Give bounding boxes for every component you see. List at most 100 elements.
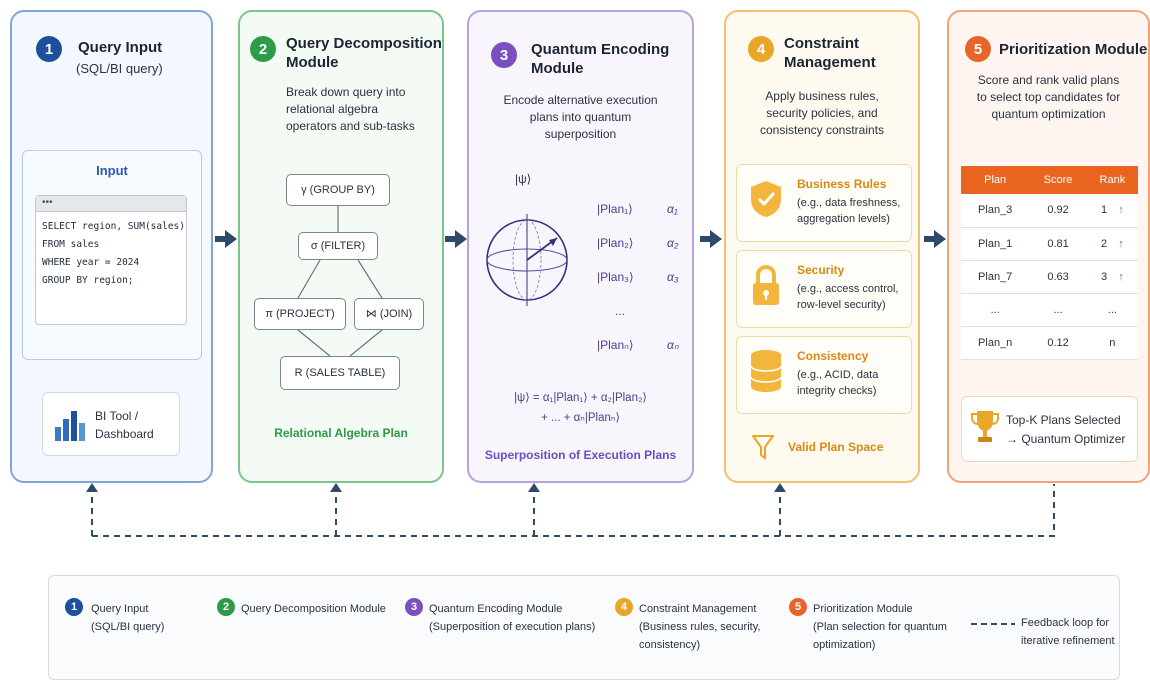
legend-text: (Superposition of execution plans) xyxy=(429,621,596,633)
table-row: Plan_3 0.92 1 ↑ xyxy=(961,194,1138,228)
rank-cell: n xyxy=(1086,326,1138,360)
step-number-5: 5 xyxy=(965,36,991,62)
legend-text: Prioritization Module xyxy=(813,603,913,615)
superposition-equation: + ... + αₙ|Planₙ⟩ xyxy=(541,412,620,424)
security-card: Security (e.g., access control, row-leve… xyxy=(736,250,912,328)
amplitude: α₁ xyxy=(667,202,678,216)
dashed-line-icon xyxy=(971,623,1015,625)
rank-cell: 1 ↑ xyxy=(1086,194,1138,228)
consistency-card: Consistency (e.g., ACID, data integrity … xyxy=(736,336,912,414)
business-rules-desc: aggregation levels) xyxy=(797,213,890,225)
consistency-desc: integrity checks) xyxy=(797,385,877,397)
top-k-label: → Quantum Optimizer xyxy=(1006,432,1126,446)
query-input-subtitle: (SQL/BI query) xyxy=(76,61,163,76)
tree-edges xyxy=(297,206,383,357)
bloch-sphere-icon xyxy=(486,214,568,306)
plan-cell: Plan_n xyxy=(961,326,1030,360)
score-cell: 0.81 xyxy=(1029,227,1087,261)
rank-value: 2 xyxy=(1101,237,1108,250)
amplitude: αₙ xyxy=(667,338,679,352)
legend-text: iterative refinement xyxy=(1021,635,1115,647)
security-title: Security xyxy=(797,263,845,277)
input-box: Input ••• SELECT region, SUM(sales) FROM… xyxy=(22,150,202,360)
consistency-title: Consistency xyxy=(797,349,869,363)
column-header: Score xyxy=(1029,166,1087,194)
superposition-equation: |ψ⟩ = α₁|Plan₁⟩ + α₂|Plan₂⟩ xyxy=(514,392,647,404)
tree-node-join: ⋈ (JOIN) xyxy=(354,298,424,330)
legend-text: Feedback loop for xyxy=(1021,617,1110,629)
legend-number-5: 5 xyxy=(789,598,807,616)
amplitude xyxy=(667,294,679,328)
valid-plan-space-label: Valid Plan Space xyxy=(788,440,884,454)
up-arrow-icon: ↑ xyxy=(1118,204,1124,217)
column-header: Plan xyxy=(961,166,1030,194)
rank-cell: 3 ↑ xyxy=(1086,260,1138,294)
table-row: Plan_1 0.81 2 ↑ xyxy=(961,227,1138,261)
table-row: Plan_7 0.63 3 ↑ xyxy=(961,260,1138,294)
rank-value: 3 xyxy=(1101,270,1108,283)
legend-text: optimization) xyxy=(813,639,876,651)
plan-ket: |Planₙ⟩ xyxy=(597,338,634,352)
decomposition-title: Module xyxy=(286,54,339,71)
score-cell: 0.92 xyxy=(1029,194,1087,228)
flow-arrow-3 xyxy=(700,230,722,248)
tree-node-filter: σ (FILTER) xyxy=(298,232,378,260)
flow-arrow-4 xyxy=(924,230,946,248)
quantum-encoding-desc: Encode alternative execution xyxy=(503,93,658,107)
sql-line: SELECT region, SUM(sales) xyxy=(42,221,185,232)
consistency-desc: (e.g., ACID, data xyxy=(797,369,879,381)
table-row: Plan_n 0.12 n xyxy=(961,326,1138,360)
table-header-row: Plan Score Rank xyxy=(961,166,1138,194)
plan-cell: Plan_3 xyxy=(961,194,1030,228)
column-header: Rank xyxy=(1086,166,1138,194)
top-k-label: Top-K Plans Selected xyxy=(1006,413,1121,427)
score-cell: 0.63 xyxy=(1029,260,1087,294)
plan-ket: |Plan₂⟩ xyxy=(597,236,634,250)
plan-ket: |Plan₁⟩ xyxy=(597,202,633,216)
plan-ket: |Plan₃⟩ xyxy=(597,270,634,284)
legend-text: (Plan selection for quantum xyxy=(813,621,947,633)
bi-tool-label: Dashboard xyxy=(95,427,154,441)
funnel-icon xyxy=(752,435,774,460)
legend-text: Constraint Management xyxy=(639,603,757,615)
plan-cell: Plan_1 xyxy=(961,227,1030,261)
sql-line: FROM sales xyxy=(42,239,100,250)
constraint-title: Constraint xyxy=(784,35,859,52)
security-desc: row-level security) xyxy=(797,299,886,311)
business-rules-title: Business Rules xyxy=(797,177,887,191)
plan-ket: ... xyxy=(615,304,626,318)
bi-tool-label: BI Tool / xyxy=(95,409,139,423)
legend-number-4: 4 xyxy=(615,598,633,616)
up-arrow-icon: ↑ xyxy=(1118,270,1124,283)
quantum-encoding-title: Module xyxy=(531,60,584,77)
psi-label: |ψ⟩ xyxy=(515,172,532,186)
decomposition-title: Query Decomposition xyxy=(286,35,442,52)
database-icon xyxy=(750,350,782,392)
flow-arrow-2 xyxy=(445,230,467,248)
tree-node-group-by: γ (GROUP BY) xyxy=(286,174,390,206)
legend-text: (SQL/BI query) xyxy=(91,621,165,633)
feedback-loop xyxy=(86,483,1055,537)
quantum-encoding-title: Quantum Encoding xyxy=(531,41,670,58)
ranking-table: Plan Score Rank Plan_3 0.92 1 ↑ Plan_1 0… xyxy=(961,166,1138,360)
business-rules-desc: (e.g., data freshness, xyxy=(797,197,901,209)
input-label: Input xyxy=(96,163,128,178)
trophy-icon xyxy=(971,411,999,442)
decomposition-desc: relational algebra xyxy=(286,102,379,116)
up-arrow-icon: ↑ xyxy=(1118,237,1124,250)
tree-node-project: π (PROJECT) xyxy=(254,298,346,330)
constraint-desc: consistency constraints xyxy=(759,123,885,137)
score-cell: 0.12 xyxy=(1029,326,1087,360)
step-number-2: 2 xyxy=(250,36,276,62)
legend-text: consistency) xyxy=(639,639,701,651)
business-rules-card: Business Rules (e.g., data freshness, ag… xyxy=(736,164,912,242)
quantum-encoding-panel: 3 Quantum Encoding Module Encode alterna… xyxy=(467,10,694,483)
amplitude: α₂ xyxy=(667,236,679,250)
plan-cell: ... xyxy=(961,293,1030,327)
score-cell: ... xyxy=(1029,293,1087,327)
prioritization-desc: to select top candidates for xyxy=(976,90,1121,104)
prioritization-desc: Score and rank valid plans xyxy=(977,73,1120,87)
amplitude: α₃ xyxy=(667,270,679,284)
flow-arrow-1 xyxy=(215,230,237,248)
legend-number-3: 3 xyxy=(405,598,423,616)
